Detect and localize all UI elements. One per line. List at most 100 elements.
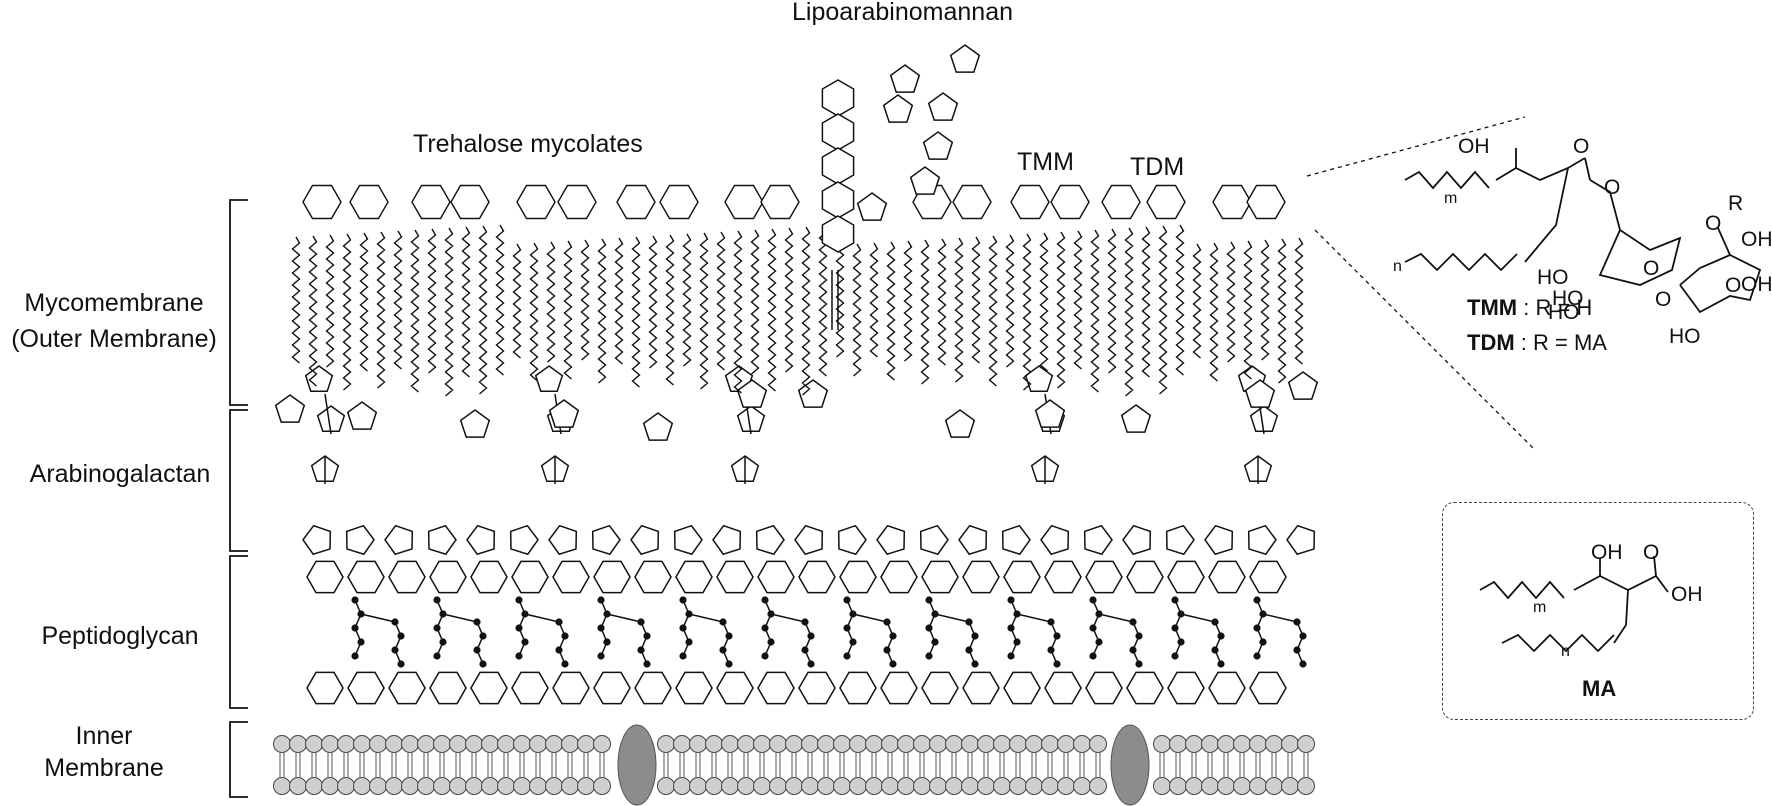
amino-acid <box>561 632 569 640</box>
lipid-chain <box>733 230 743 394</box>
hexagon-ring <box>821 147 855 185</box>
lipid-head <box>865 777 883 795</box>
mycomembrane-layer <box>291 184 1304 397</box>
lipid-head <box>561 777 579 795</box>
trehalose-ring <box>616 184 656 220</box>
lipid-head <box>1249 735 1267 753</box>
trehalose-ring <box>1050 184 1090 220</box>
hexagon-ring <box>347 671 385 705</box>
amino-acid <box>971 632 979 640</box>
peptide-chain <box>722 621 730 665</box>
trehalose-ring <box>1010 184 1050 220</box>
pentagon-ring <box>1204 524 1234 556</box>
hexagon-ring <box>1126 560 1164 594</box>
lipid-chain <box>1073 230 1083 370</box>
pentagon-ring <box>548 399 580 428</box>
lipid-head <box>1297 777 1315 795</box>
struct-ho-3: HO <box>1548 301 1580 324</box>
lipid-head <box>801 777 819 795</box>
pentagon-ring <box>1034 399 1066 428</box>
label-arabinogalactan: Arabinogalactan <box>29 460 211 488</box>
lipid-head <box>465 735 483 753</box>
pentagon-ring <box>922 131 954 160</box>
amino-acid <box>1047 646 1055 654</box>
hexagon-ring <box>1208 671 1246 705</box>
amino-acid <box>597 624 605 632</box>
amino-acid <box>351 596 359 604</box>
lipid-head <box>497 735 515 753</box>
lipid-head <box>769 777 787 795</box>
lipid-chain <box>410 229 420 393</box>
lipid-head <box>945 735 963 753</box>
label-inner: Inner <box>75 722 133 750</box>
peptide-chain <box>394 621 402 665</box>
lipid-head <box>1185 777 1203 795</box>
pentagon-ring <box>1083 524 1113 556</box>
inner-membrane-bilayer <box>273 724 1315 806</box>
amino-acid <box>397 632 405 640</box>
amino-acid <box>1299 632 1307 640</box>
lipid-head <box>1073 777 1091 795</box>
amino-acid <box>889 660 897 668</box>
lipid-chain <box>699 232 709 390</box>
pentagon-ring <box>459 409 491 438</box>
amino-acid <box>1171 624 1179 632</box>
lipid-head <box>401 777 419 795</box>
amino-acid <box>1253 624 1261 632</box>
lipid-head <box>993 777 1011 795</box>
lipid-head <box>1073 735 1091 753</box>
hexagon-ring <box>593 560 631 594</box>
crosslink <box>1098 613 1134 623</box>
lipid-head <box>1153 777 1171 795</box>
pentagon-ring <box>534 365 564 393</box>
struct-oh-1: OH <box>1741 228 1772 251</box>
peptidoglycan-layer <box>306 560 1307 705</box>
hexagon-ring <box>798 671 836 705</box>
hexagon-ring <box>388 560 426 594</box>
amino-acid <box>597 652 605 660</box>
lipid-chain <box>767 228 777 392</box>
zoom-line <box>1314 229 1536 451</box>
layer-bracket <box>229 409 248 552</box>
ma-acid-oh: OH <box>1671 583 1703 606</box>
trehalose-ring <box>724 184 764 220</box>
lipid-head <box>385 735 403 753</box>
hexagon-ring <box>1044 671 1082 705</box>
amino-acid <box>1299 660 1307 668</box>
lipid-head <box>737 735 755 753</box>
layer-bracket <box>229 555 248 709</box>
glycosidic-bond <box>324 393 332 435</box>
crosslink <box>934 613 970 623</box>
peptide-chain <box>558 621 566 665</box>
hexagon-ring <box>388 671 426 705</box>
lipid-chain <box>1107 228 1117 374</box>
lipid-head <box>945 777 963 795</box>
lipid-chain <box>750 229 760 375</box>
lipid-head <box>657 777 675 795</box>
pentagon-ring <box>736 379 768 408</box>
pentagon-ring <box>1040 524 1070 556</box>
amino-acid <box>925 624 933 632</box>
pentagon-ring <box>1286 524 1316 556</box>
struct-r-group: R <box>1728 192 1744 215</box>
amino-acid <box>479 660 487 668</box>
amino-acid <box>473 646 481 654</box>
peptide-chain <box>1132 621 1140 665</box>
branch-bond <box>1524 167 1569 263</box>
lipid-chain <box>512 243 522 359</box>
pentagon-ring <box>1249 405 1279 433</box>
lipid-head <box>705 735 723 753</box>
lipoarabinomannan-structure <box>821 44 981 330</box>
lipid-chain <box>869 242 879 358</box>
pentagon-ring <box>1122 524 1152 556</box>
lipid-head <box>785 735 803 753</box>
trehalose-ring <box>760 184 800 220</box>
ma-n-sub: n <box>1561 643 1570 660</box>
amino-acid <box>643 632 651 640</box>
lipid-head <box>929 777 947 795</box>
lipid-head <box>1057 777 1075 795</box>
hexagon-ring <box>839 671 877 705</box>
lipid-chain <box>495 224 505 376</box>
lipid-head <box>1281 777 1299 795</box>
amino-acid <box>637 646 645 654</box>
